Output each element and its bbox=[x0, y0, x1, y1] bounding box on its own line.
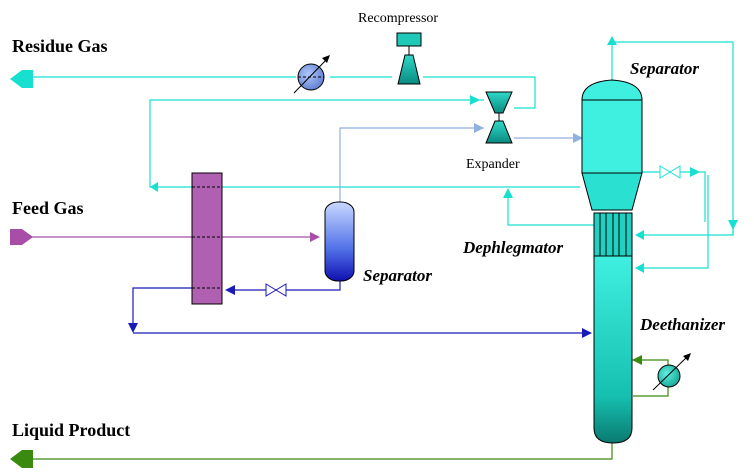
residue-gas-arrow bbox=[10, 70, 33, 88]
separator-vessel bbox=[324, 201, 355, 282]
reflux-arrow bbox=[503, 188, 513, 198]
liquid-product-label: Liquid Product bbox=[12, 420, 130, 440]
recompressor bbox=[396, 32, 422, 85]
overhead-arrow bbox=[607, 36, 617, 45]
deethanizer-label: Deethanizer bbox=[639, 315, 725, 334]
liquid-product-arrow bbox=[10, 450, 33, 468]
cold-gas-arrow-down bbox=[150, 182, 158, 192]
liquid-product-line bbox=[30, 442, 613, 460]
overhead-down-arrow bbox=[728, 220, 738, 230]
liquid-arrow-left bbox=[225, 285, 235, 295]
expander-inlet-arrow bbox=[474, 123, 484, 133]
separator-vapor-line bbox=[339, 127, 580, 202]
recompressor-inlet-line bbox=[423, 76, 536, 109]
reflux-arrow-3 bbox=[690, 167, 700, 177]
separator-top-section bbox=[581, 79, 643, 211]
feed-gas-arrow bbox=[10, 229, 33, 245]
feed-gas-label: Feed Gas bbox=[12, 198, 84, 218]
recompressor-label: Recompressor bbox=[358, 11, 438, 26]
reflux-arrow-2 bbox=[635, 263, 644, 273]
expander bbox=[485, 91, 513, 144]
expander-outlet-arrow bbox=[573, 133, 583, 143]
separator-mid-label: Separator bbox=[363, 266, 432, 285]
deethanizer-column bbox=[593, 255, 633, 444]
reboiler-arrow bbox=[632, 355, 642, 365]
feed-to-separator-arrow bbox=[310, 232, 320, 242]
residue-cooler bbox=[293, 55, 330, 94]
dephlegmator bbox=[593, 212, 633, 257]
cold-gas-arrow-in bbox=[470, 95, 480, 105]
cold-gas-line bbox=[149, 99, 484, 188]
liquid-arrow-column bbox=[582, 328, 592, 338]
liquid-arrow-down bbox=[128, 323, 138, 333]
liquid-valve bbox=[265, 283, 287, 297]
expander-label: Expander bbox=[466, 157, 520, 172]
reboiler-loop bbox=[633, 359, 669, 397]
dephlegmator-label: Dephlegmator bbox=[462, 238, 563, 257]
dephleg-return-arrow bbox=[635, 230, 644, 240]
residue-gas-label: Residue Gas bbox=[12, 36, 108, 56]
reboiler bbox=[652, 353, 691, 391]
main-heat-exchanger bbox=[191, 172, 223, 305]
separator-top-label: Separator bbox=[630, 59, 699, 78]
reflux-valve bbox=[659, 165, 681, 179]
